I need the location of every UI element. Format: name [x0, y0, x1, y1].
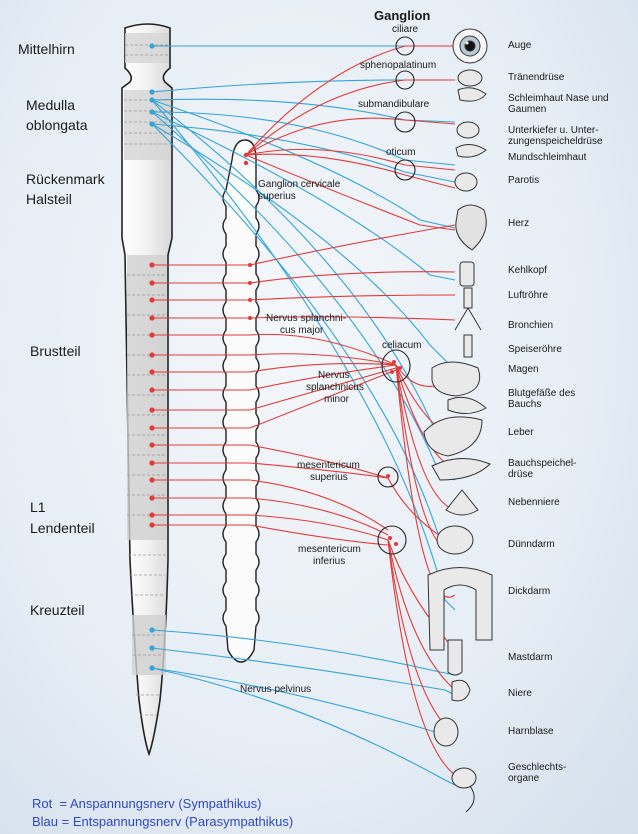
pancreas-icon [432, 458, 490, 480]
region-label-brustteil: Brustteil [30, 342, 81, 361]
kidney-icon [452, 680, 470, 701]
region-label-mittelhirn: Mittelhirn [18, 40, 75, 59]
parotid-icon [455, 173, 477, 191]
organ-label-unterkiefer: Unterkiefer u. Unter- [508, 125, 599, 136]
ganglion-label-submandibulare: submandibulare [358, 99, 429, 110]
ganglion-label-sphenopalatinum: sphenopalatinum [360, 60, 436, 71]
trachea-icon [455, 288, 481, 330]
region-label-lendenteil: Lendenteil [30, 519, 95, 538]
organ-label-mastdarm: Mastdarm [508, 652, 552, 663]
organ-icons [424, 29, 492, 812]
organ-label-magen: Magen [508, 364, 539, 375]
organ-label-niere: Niere [508, 688, 532, 699]
organ-label-geschlechtsorgane-2: organe [508, 773, 539, 784]
organ-label-kehlkopf: Kehlkopf [508, 265, 547, 276]
organ-label-nebenniere: Nebenniere [508, 497, 560, 508]
ganglion-label-mes-sup-2: superius [310, 472, 348, 483]
adrenal-icon [446, 490, 478, 515]
nerve-label-pelvinus: Nervus pelvinus [240, 684, 311, 695]
nerve-label-splanchnicus-minor-3: minor [324, 394, 349, 405]
organ-label-blutgefaesse: Blutgefäße des [508, 388, 575, 399]
ganglion-label-mes-inf-2: inferius [313, 556, 345, 567]
legend-sympathetic: Rot = Anspannungsnerv (Sympathikus) [32, 796, 261, 811]
reproductive-organs-icon [452, 768, 476, 812]
rectum-icon [448, 640, 462, 675]
region-label-kreuzteil: Kreuzteil [30, 601, 84, 620]
region-label-halsteil: Halsteil [26, 190, 72, 209]
nerve-label-splanchnicus-minor: Nervus [318, 370, 350, 381]
esophagus-icon [464, 335, 472, 357]
ganglion-label-mes-sup: mesentericum [297, 460, 360, 471]
mouth-mucosa-icon [456, 144, 486, 157]
salivary-gland-icon [457, 122, 479, 138]
region-label-rueckenmark: Rückenmark [26, 170, 105, 189]
organ-label-traenendruese: Tränendrüse [508, 72, 564, 83]
region-label-medulla: Medulla [26, 96, 75, 115]
spinal-cord [122, 24, 172, 754]
organ-label-geschlechtsorgane: Geschlechts- [508, 762, 566, 773]
organ-label-blutgefaesse-2: Bauchs [508, 399, 541, 410]
abdominal-vessels-icon [448, 397, 486, 413]
nerve-label-splanchnicus-major: Nervus splanchni- [266, 313, 346, 324]
region-label-l1: L1 [30, 498, 46, 517]
ganglion-label-ciliare: ciliare [392, 24, 418, 35]
organ-label-harnblase: Harnblase [508, 726, 554, 737]
nerve-label-splanchnicus-major-2: cus major [280, 325, 323, 336]
organ-label-luftroehre: Luftröhre [508, 290, 548, 301]
organ-label-bronchien: Bronchien [508, 320, 553, 331]
heart-icon [456, 205, 486, 250]
nasal-mucosa-icon [458, 88, 486, 101]
ganglion-label-cervicale: Ganglion cervicale [258, 179, 340, 190]
sympathetic-origin-dots [149, 153, 402, 546]
organ-label-bauchspeichel: Bauchspeichel- [508, 458, 576, 469]
organ-label-leber: Leber [508, 427, 534, 438]
ganglion-label-celiacum: celiacum [382, 340, 421, 351]
organ-label-schleimhaut-2: Gaumen [508, 104, 546, 115]
stomach-icon [432, 362, 480, 396]
organ-label-mundschleimhaut: Mundschleimhaut [508, 152, 586, 163]
eye-icon [453, 29, 487, 63]
region-label-oblongata: oblongata [26, 116, 88, 135]
tear-gland-icon [458, 70, 482, 86]
legend-parasympathetic: Blau = Entspannungsnerv (Parasympathikus… [32, 814, 293, 829]
bladder-icon [434, 718, 458, 746]
organ-label-herz: Herz [508, 218, 529, 229]
organ-label-auge: Auge [508, 40, 531, 51]
colon-icon [428, 568, 492, 651]
organ-label-dickdarm: Dickdarm [508, 586, 550, 597]
small-intestine-icon [437, 526, 473, 554]
organ-label-duenndarm: Dünndarm [508, 539, 555, 550]
organ-label-schleimhaut: Schleimhaut Nase und [508, 93, 609, 104]
ganglion-title: Ganglion [374, 8, 430, 23]
organ-label-unterkiefer-2: zungenspeicheldrüse [508, 136, 603, 147]
larynx-icon [460, 262, 474, 286]
ganglion-label-cervicale-2: superius [258, 191, 296, 202]
organ-label-parotis: Parotis [508, 175, 539, 186]
nerve-label-splanchnicus-minor-2: splanchnicus [306, 382, 364, 393]
ganglion-label-mes-inf: mesentericum [298, 544, 361, 555]
organ-label-speiseroehre: Speiseröhre [508, 344, 562, 355]
organ-label-bauchspeichel-2: drüse [508, 469, 533, 480]
ganglion-label-oticum: oticum [386, 147, 415, 158]
